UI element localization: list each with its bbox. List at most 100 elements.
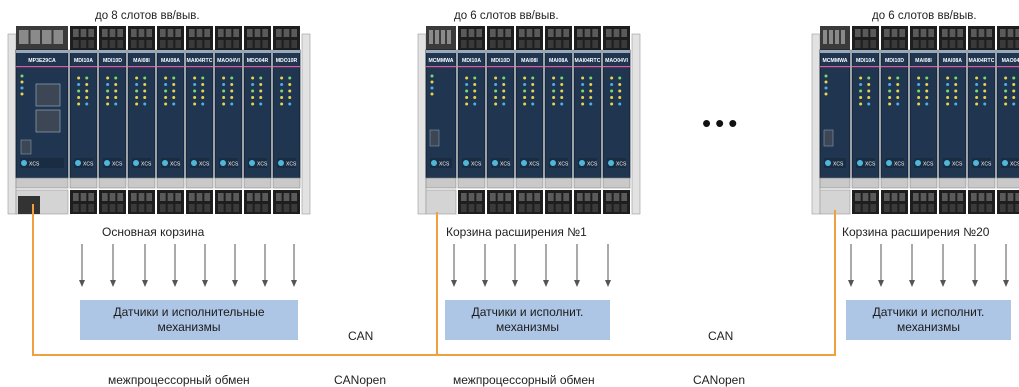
status-led — [193, 83, 197, 86]
status-led — [954, 96, 958, 99]
status-led — [164, 83, 168, 86]
status-led — [867, 102, 871, 106]
signal-arrow-head — [940, 280, 946, 287]
status-led — [114, 83, 118, 86]
status-led — [1004, 102, 1008, 106]
status-led — [917, 96, 921, 99]
status-led — [888, 102, 892, 106]
status-led — [193, 102, 197, 106]
status-led — [502, 102, 506, 106]
status-led — [531, 96, 535, 99]
status-led — [954, 83, 958, 86]
status-led — [288, 96, 292, 99]
status-led — [288, 89, 292, 93]
status-led — [77, 102, 81, 106]
status-led — [618, 96, 622, 99]
status-led — [135, 76, 139, 80]
signal-arrow-head — [142, 280, 148, 287]
status-led — [946, 96, 950, 99]
brand-logo-icon — [579, 160, 585, 166]
status-led — [589, 96, 593, 99]
module-label: MDO04R — [247, 58, 269, 64]
rack1-sensors-label: Датчики и исполнительные механизмы — [113, 305, 265, 334]
status-led — [552, 102, 556, 106]
end-plate — [301, 33, 311, 215]
status-led — [201, 96, 205, 99]
status-led — [589, 89, 593, 93]
brand-logo-icon — [886, 160, 892, 166]
status-led — [473, 83, 477, 86]
rack3-sensors-box: Датчики и исполнит. механизмы — [846, 300, 1011, 340]
status-led — [610, 89, 614, 93]
status-led — [193, 89, 197, 93]
status-led — [1012, 76, 1016, 80]
status-led — [975, 83, 979, 86]
status-led — [494, 89, 498, 93]
status-led — [106, 83, 110, 86]
status-led — [888, 83, 892, 86]
status-led — [430, 80, 434, 84]
status-led — [465, 83, 469, 86]
status-led — [618, 76, 622, 80]
status-led — [589, 76, 593, 80]
brand-label: XCS — [981, 162, 992, 168]
status-led — [222, 96, 226, 99]
status-led — [983, 96, 987, 99]
status-led — [143, 102, 147, 106]
brand-logo-icon — [278, 160, 284, 166]
status-led — [164, 89, 168, 93]
status-led — [983, 76, 987, 80]
brand-label: XCS — [923, 162, 934, 168]
more-racks-ellipsis: ••• — [702, 108, 742, 138]
rack3-name: Корзина расширения №20 — [842, 225, 990, 239]
brand-label: XCS — [587, 162, 598, 168]
brand-label: XCS — [471, 162, 482, 168]
brand-logo-icon — [915, 160, 921, 166]
status-led — [85, 83, 89, 86]
io-module — [272, 49, 301, 179]
status-led — [473, 76, 477, 80]
status-led — [581, 76, 585, 80]
status-led — [523, 89, 527, 93]
signal-arrow-head — [605, 280, 611, 287]
module-label: MDI10D — [885, 58, 904, 64]
can-bus-line — [32, 204, 836, 356]
status-led — [1012, 83, 1016, 86]
brand-logo-icon — [521, 160, 527, 166]
rack3-slots-label: до 6 слотов вв/выв. — [872, 10, 977, 22]
status-led — [859, 76, 863, 80]
signal-arrow-head — [172, 280, 178, 287]
status-led — [280, 76, 284, 80]
signal-arrow-head — [909, 280, 915, 287]
status-led — [251, 89, 255, 93]
status-led — [251, 102, 255, 106]
status-led — [77, 89, 81, 93]
status-led — [888, 96, 892, 99]
status-led — [917, 102, 921, 106]
status-led — [975, 102, 979, 106]
status-led — [610, 96, 614, 99]
status-led — [20, 80, 24, 84]
brand-logo-icon — [431, 160, 437, 166]
status-led — [975, 96, 979, 99]
status-led — [859, 83, 863, 86]
status-led — [251, 83, 255, 86]
brand-logo-icon — [75, 160, 81, 166]
brand-label: XCS — [529, 162, 540, 168]
status-led — [824, 80, 828, 84]
rack2-slots-label: до 6 слотов вв/выв. — [454, 10, 559, 22]
signal-arrow-head — [291, 280, 297, 287]
io-module — [544, 49, 573, 179]
status-led — [259, 83, 263, 86]
status-led — [1004, 76, 1008, 80]
end-plate — [811, 33, 821, 215]
brand-logo-icon — [973, 160, 979, 166]
status-led — [975, 89, 979, 93]
brand-logo-icon — [191, 160, 197, 166]
status-led — [85, 76, 89, 80]
status-led — [201, 83, 205, 86]
module-label: MAI08A — [549, 58, 568, 64]
status-led — [560, 102, 564, 106]
module-label: MAI04RTC — [969, 58, 995, 64]
brand-label: XCS — [616, 162, 627, 168]
